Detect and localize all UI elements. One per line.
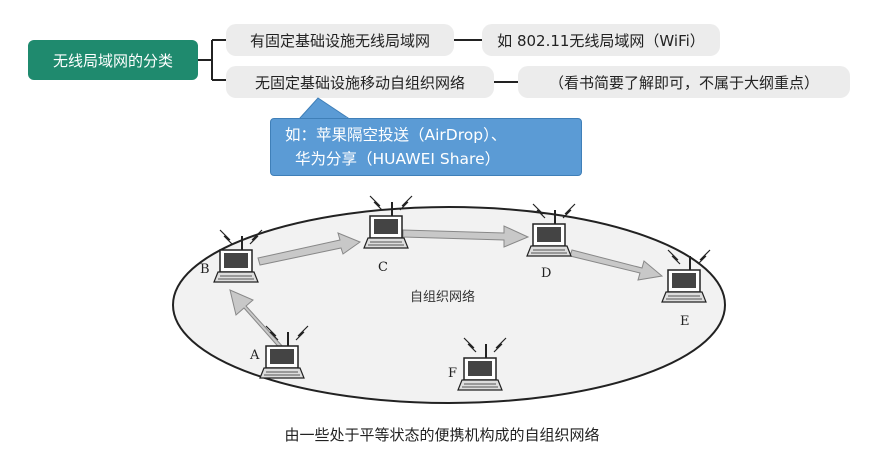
mindmap-root: 无线局域网的分类 — [28, 40, 198, 80]
node-label-e: E — [680, 314, 690, 329]
branch-fixed-infrastructure: 有固定基础设施无线局域网 — [226, 24, 454, 56]
arrow-b-to-c — [257, 232, 362, 266]
branch-adhoc-note: （看书简要了解即可，不属于大纲重点） — [518, 66, 850, 98]
branch-fixed-infrastructure-example: 如 802.11无线局域网（WiFi） — [482, 24, 720, 56]
arrow-d-to-e — [569, 249, 664, 281]
callout-line-2: 华为分享（HUAWEI Share） — [295, 150, 501, 168]
arrow-c-to-d — [402, 225, 530, 248]
node-label-c: C — [378, 260, 388, 275]
branch-adhoc-network: 无固定基础设施移动自组织网络 — [226, 66, 494, 98]
node-label-d: D — [541, 266, 552, 281]
node-label-b: B — [200, 262, 210, 277]
example-callout: 如：苹果隔空投送（AirDrop）、 华为分享（HUAWEI Share） — [270, 118, 582, 176]
figure-caption: 由一些处于平等状态的便携机构成的自组织网络 — [284, 426, 600, 444]
node-label-a: A — [250, 348, 260, 363]
callout-line-1: 如：苹果隔空投送（AirDrop）、 — [285, 126, 507, 144]
network-center-label: 自组织网络 — [410, 290, 476, 305]
node-label-f: F — [448, 366, 458, 381]
flow-arrows — [229, 225, 664, 353]
arrow-a-to-b — [229, 289, 286, 353]
